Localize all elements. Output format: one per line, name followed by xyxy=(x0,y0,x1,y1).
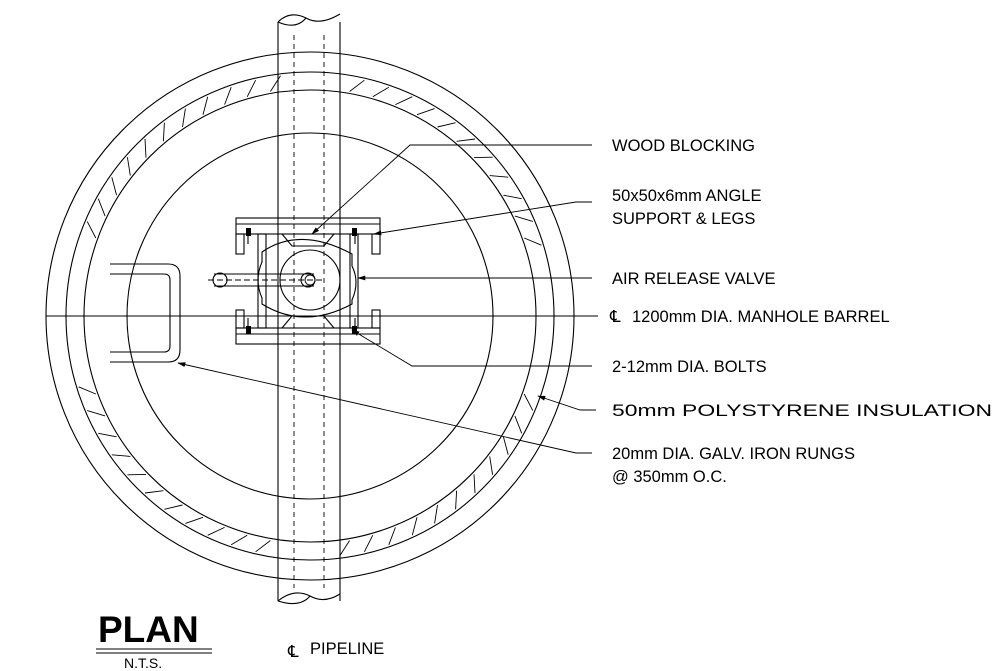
angle-support-assembly xyxy=(235,217,381,345)
label-angle-support-1: 50x50x6mm ANGLE xyxy=(612,187,761,205)
label-manhole-barrel: 1200mm DIA. MANHOLE BARREL xyxy=(632,308,890,326)
insulation-hatch-tick xyxy=(98,432,117,438)
insulation-hatch-tick xyxy=(339,540,350,557)
insulation-hatch-tick xyxy=(455,490,458,510)
insulation-hatch-tick xyxy=(164,504,183,510)
svg-text:℄: ℄ xyxy=(287,643,299,661)
iron-rungs xyxy=(110,263,181,363)
insulation-hatch-tick xyxy=(456,138,476,142)
insulation-hatch-tick xyxy=(144,490,164,494)
insulation-hatch-tick xyxy=(87,410,106,417)
insulation-hatch-tick xyxy=(202,96,209,115)
insulation-hatch-tick xyxy=(395,96,413,106)
air-release-valve xyxy=(208,238,357,318)
insulation-hatch-tick xyxy=(363,534,374,553)
centerline-symbol: ℄ xyxy=(609,308,621,326)
label-bolts: 2-12mm DIA. BOLTS xyxy=(612,358,767,376)
insulation-hatch-tick xyxy=(111,454,131,457)
label-rungs-2: @ 350mm O.C. xyxy=(612,468,727,486)
insulation-hatch-tick xyxy=(97,198,106,217)
insulation-hatch-tick xyxy=(255,540,271,553)
insulation-hatch-tick xyxy=(372,86,390,98)
insulation-hatch-tick xyxy=(270,75,281,92)
insulation-hatch-tick xyxy=(182,108,186,128)
insulation-hatch-tick xyxy=(207,526,225,536)
insulation-hatch-tick xyxy=(126,157,131,176)
insulation-hatch-tick xyxy=(185,516,204,524)
insulation-hatch-tick xyxy=(86,221,97,239)
insulation-hatch-tick xyxy=(473,474,476,494)
insulation-hatch-tick xyxy=(388,527,396,545)
insulation-hatch-tick xyxy=(514,215,533,222)
svg-text:℄: ℄ xyxy=(609,308,621,326)
scale-note: N.T.S. xyxy=(124,655,162,671)
insulation-hatch-tick xyxy=(111,177,118,196)
insulation-hatch-tick xyxy=(162,122,165,142)
insulation-hatch-tick xyxy=(416,108,435,116)
insulation-hatch-tick xyxy=(502,436,509,455)
pipeline xyxy=(277,13,341,605)
insulation-hatching xyxy=(78,75,542,557)
insulation-hatch-tick xyxy=(224,87,232,105)
label-rungs-1: 20mm DIA. GALV. IRON RUNGS xyxy=(612,445,855,463)
insulation-hatch-tick xyxy=(514,415,523,434)
label-insulation: 50mm POLYSTYRENE INSULATION xyxy=(612,402,992,420)
insulation-hatch-tick xyxy=(489,175,509,178)
insulation-hatch-tick xyxy=(246,79,257,98)
insulation-hatch-tick xyxy=(349,79,365,92)
insulation-hatch-tick xyxy=(230,534,248,546)
insulation-hatch-tick xyxy=(434,504,438,524)
pipeline-centerline-symbol: ℄ xyxy=(287,643,299,661)
label-pipeline: PIPELINE xyxy=(310,640,384,658)
insulation-hatch-tick xyxy=(489,456,494,475)
plan-title: PLAN xyxy=(98,609,199,650)
insulation-hatch-tick xyxy=(437,122,456,128)
label-angle-support-2: SUPPORT & LEGS xyxy=(612,210,755,228)
insulation-hatch-tick xyxy=(78,386,96,395)
insulation-hatch-tick xyxy=(144,138,147,158)
leader-lines xyxy=(177,144,596,454)
insulation-hatch-tick xyxy=(523,393,534,411)
insulation-hatch-tick xyxy=(411,517,418,536)
label-air-release-valve: AIR RELEASE VALVE xyxy=(612,270,776,288)
label-wood-blocking: WOOD BLOCKING xyxy=(612,137,755,155)
insulation-hatch-tick xyxy=(524,237,542,246)
insulation-hatch-tick xyxy=(503,194,522,200)
